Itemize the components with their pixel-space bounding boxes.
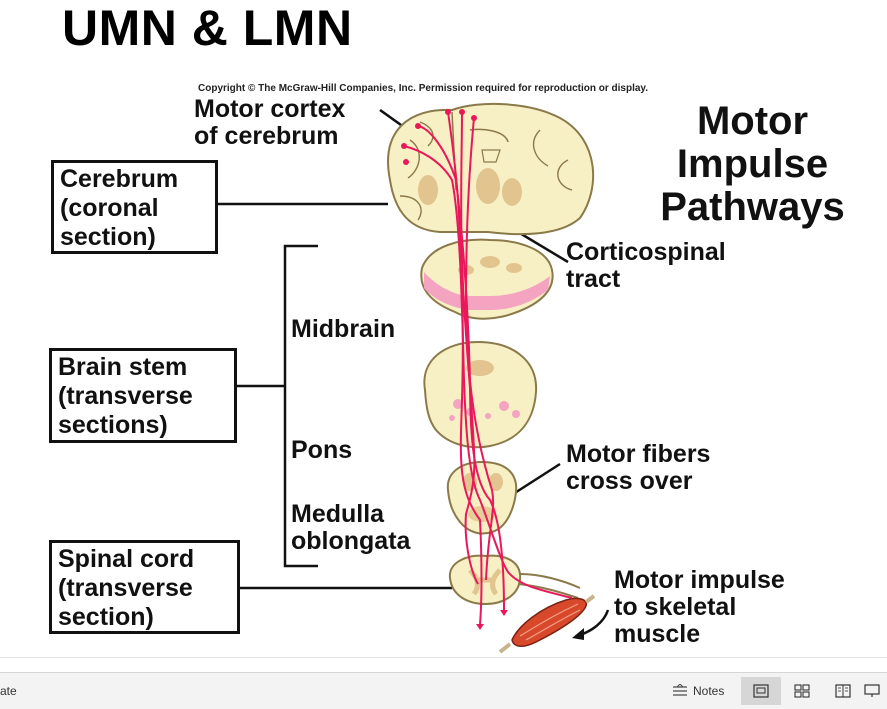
box-line: section) xyxy=(60,223,156,251)
slideshow-button[interactable] xyxy=(864,677,887,705)
spinal-cord-box: Spinal cord (transverse section) xyxy=(49,540,240,634)
brain-stem-box: Brain stem (transverse sections) xyxy=(49,348,237,443)
motor-impulse-label: Motor impulse to skeletal muscle xyxy=(614,567,785,648)
copyright-notice: Copyright © The McGraw-Hill Companies, I… xyxy=(198,83,649,94)
label-line: cross over xyxy=(566,467,693,495)
heading-line-2: Impulse xyxy=(676,142,829,186)
tract-arrowheads xyxy=(476,610,508,630)
cerebrum-section xyxy=(387,102,595,236)
box-line: (transverse xyxy=(58,382,193,410)
notes-icon xyxy=(673,684,687,696)
motor-cortex-neurons xyxy=(401,109,477,165)
cerebrum-box: Cerebrum (coronal section) xyxy=(51,160,218,254)
label-line: Corticospinal xyxy=(566,238,726,266)
box-line: (coronal xyxy=(60,194,159,222)
slide: UMN & LMN Copyright © The McGraw-Hill Co… xyxy=(49,0,865,654)
label-line: of cerebrum xyxy=(194,122,339,150)
skeletal-muscle xyxy=(498,594,596,654)
label-line: Medulla xyxy=(291,500,385,528)
motor-fibers-cross-over-label: Motor fibers cross over xyxy=(566,441,710,495)
status-bar: ate Notes xyxy=(0,672,887,709)
motor-cortex-label: Motor cortex of cerebrum xyxy=(194,96,345,150)
pons-label: Pons xyxy=(291,436,353,464)
corticospinal-tract-label: Corticospinal tract xyxy=(566,239,726,293)
status-left-text: ate xyxy=(0,684,17,698)
notes-label: Notes xyxy=(693,684,725,698)
heading-line-3: Pathways xyxy=(660,185,845,229)
brainstem-bracket xyxy=(283,244,318,568)
motor-impulse-pathways-heading: Motor Impulse Pathways xyxy=(640,100,865,229)
slideshow-icon xyxy=(864,684,880,697)
impulse-arrowhead xyxy=(572,628,584,640)
notes-button[interactable]: Notes xyxy=(665,677,730,705)
label-line: oblongata xyxy=(291,527,411,555)
label-line: tract xyxy=(566,265,621,293)
pons-section xyxy=(423,340,538,449)
corticospinal-tract-lines xyxy=(403,111,573,625)
box-line: (transverse xyxy=(58,574,193,602)
normal-view-icon xyxy=(753,684,769,698)
slide-sorter-button[interactable] xyxy=(782,677,822,705)
heading-line-1: Motor xyxy=(696,99,809,143)
midbrain-section xyxy=(420,238,554,320)
label-line: Motor cortex xyxy=(194,95,346,123)
box-line: Spinal cord xyxy=(58,545,195,573)
medulla-oblongata-label: Medulla oblongata xyxy=(291,501,410,555)
box-line: Brain stem xyxy=(58,353,188,381)
slide-sorter-icon xyxy=(794,684,810,698)
slide-title: UMN & LMN xyxy=(62,0,353,56)
label-line: Motor fibers xyxy=(566,440,711,468)
midbrain-label: Midbrain xyxy=(291,315,396,343)
motor-pathway-illustration xyxy=(218,102,610,654)
box-line: sections) xyxy=(58,411,168,439)
box-line: Cerebrum xyxy=(60,165,179,193)
box-line: section) xyxy=(58,603,154,631)
label-line: muscle xyxy=(614,620,701,648)
medulla-section xyxy=(446,460,518,535)
reading-view-button[interactable] xyxy=(823,677,863,705)
slide-bottom-gap xyxy=(0,657,887,673)
reading-view-icon xyxy=(835,684,851,698)
normal-view-button[interactable] xyxy=(741,677,781,705)
label-line: to skeletal xyxy=(614,593,737,621)
label-line: Motor impulse xyxy=(614,566,785,594)
